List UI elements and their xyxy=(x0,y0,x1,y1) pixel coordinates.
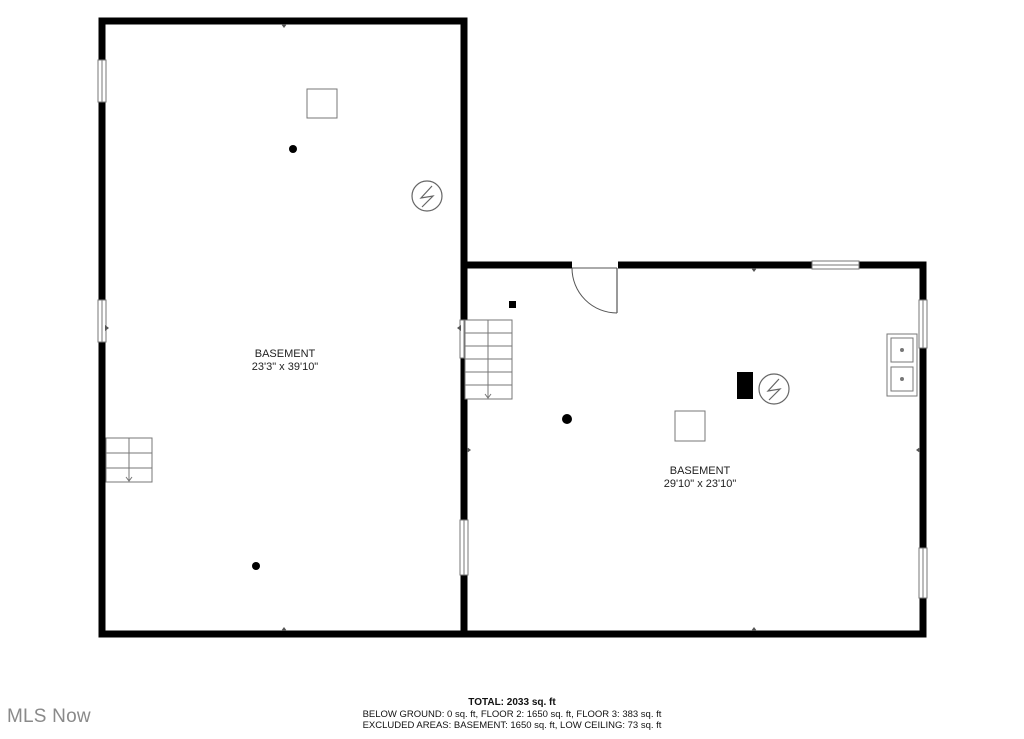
right-room-walls xyxy=(464,261,927,638)
windows xyxy=(97,59,928,599)
water-heater-icon xyxy=(411,180,443,212)
floor-breakdown: BELOW GROUND: 0 sq. ft, FLOOR 2: 1650 sq… xyxy=(362,708,662,720)
area-summary: TOTAL: 2033 sq. ft BELOW GROUND: 0 sq. f… xyxy=(0,697,1024,732)
room-dimensions: 29'10" x 23'10" xyxy=(663,478,737,490)
mls-now-watermark: MLS Now xyxy=(7,706,91,727)
door xyxy=(571,261,618,314)
stairs-right xyxy=(464,319,513,400)
room-name: BASEMENT xyxy=(254,348,316,360)
room-label-right: BASEMENT 29'10" x 23'10" xyxy=(625,465,775,491)
water-heater-icon-right xyxy=(758,373,790,405)
column-square-right xyxy=(674,410,706,442)
column-square-left xyxy=(306,88,338,119)
stairs-left xyxy=(105,437,153,483)
post-dot-left-top xyxy=(289,145,297,153)
room-dimensions: 23'3" x 39'10" xyxy=(251,361,319,373)
post-dot-left-bottom xyxy=(252,562,260,570)
left-room-walls xyxy=(98,17,468,638)
post-dot-right xyxy=(562,414,572,424)
total-area: TOTAL: 2033 sq. ft xyxy=(468,697,556,708)
laundry-sink xyxy=(886,333,918,397)
tick-marks xyxy=(105,24,920,631)
small-square-marker xyxy=(509,301,516,308)
room-label-left: BASEMENT 23'3" x 39'10" xyxy=(210,348,360,374)
room-name: BASEMENT xyxy=(669,465,731,477)
excluded-areas: EXCLUDED AREAS: BASEMENT: 1650 sq. ft, L… xyxy=(362,720,662,731)
furnace-block xyxy=(737,372,753,399)
